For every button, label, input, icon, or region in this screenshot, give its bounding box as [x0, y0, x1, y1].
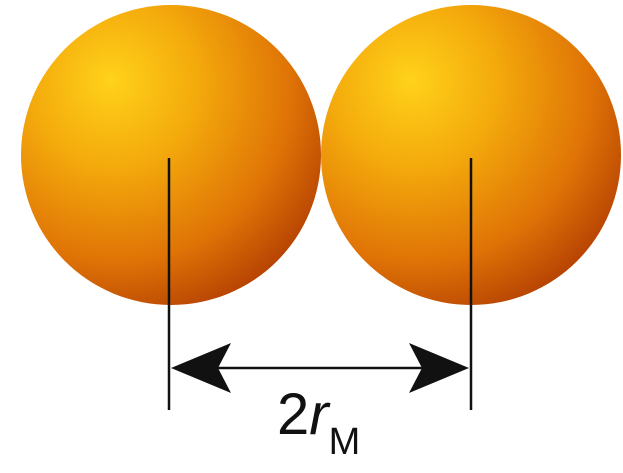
label-subscript: M — [329, 421, 361, 463]
right-arrowhead — [409, 343, 469, 393]
label-coefficient: 2 — [277, 382, 309, 447]
distance-label: 2rM — [277, 382, 360, 463]
right-atom-sphere — [321, 5, 621, 305]
label-variable: r — [309, 382, 331, 447]
left-atom-sphere — [21, 5, 321, 305]
left-arrowhead — [171, 343, 231, 393]
